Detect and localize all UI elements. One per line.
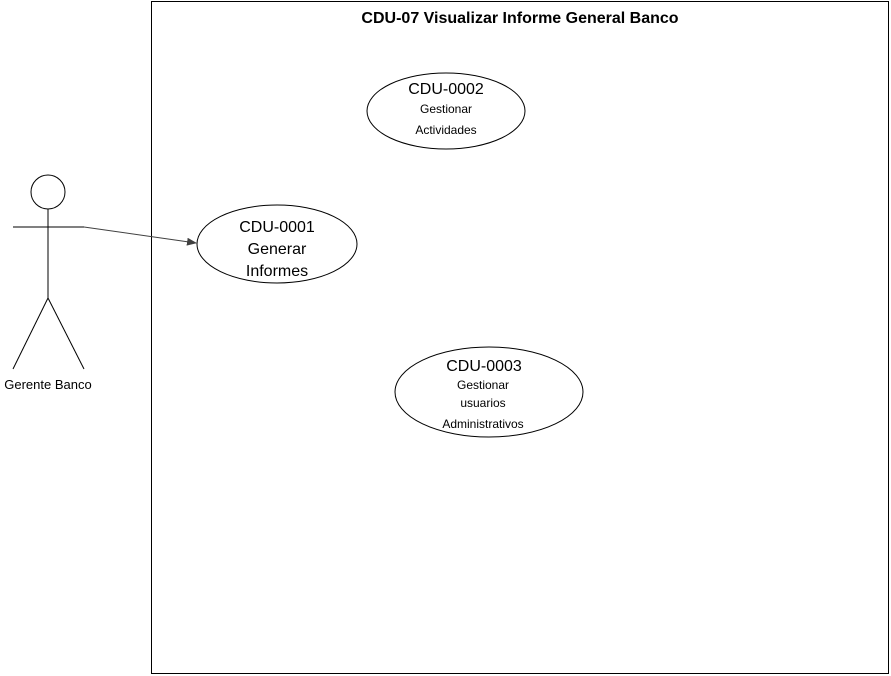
use-case-cdu-0001[interactable]: CDU-0001 Generar Informes [196,204,358,284]
actor-right-leg [47,297,85,370]
actor-gerente-banco: Gerente Banco [4,174,92,392]
use-case-ellipse[interactable] [394,346,584,438]
use-case-line: Informes [246,263,308,280]
use-case-line: Gestionar [420,102,472,116]
use-case-cdu-0003[interactable]: CDU-0003 Gestionar usuarios Administrati… [394,346,584,438]
use-case-id: CDU-0002 [408,81,484,98]
use-case-line: usuarios [460,396,505,410]
use-case-ellipse[interactable] [196,204,358,284]
use-case-line: Gestionar [457,378,509,392]
actor-left-leg [12,297,49,370]
use-case-ellipse[interactable] [366,72,526,150]
use-case-id: CDU-0003 [446,358,522,375]
use-case-line: Actividades [415,123,476,137]
association-line [83,226,197,246]
actor-head [30,174,66,210]
use-case-cdu-0002[interactable]: CDU-0002 Gestionar Actividades [366,72,526,150]
system-title: CDU-07 Visualizar Informe General Banco [361,10,678,27]
use-case-line: Generar [248,241,307,258]
use-case-id: CDU-0001 [239,219,315,236]
use-case-line: Administrativos [442,417,523,431]
actor-name: Gerente Banco [4,377,91,392]
